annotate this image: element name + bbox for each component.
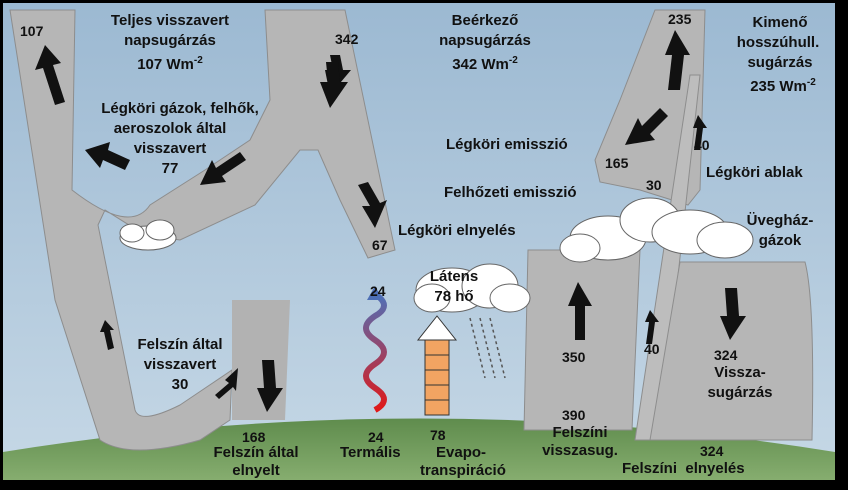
value-24: 24 (368, 429, 384, 445)
arrow-incoming-icon (320, 62, 348, 108)
atm-reflect-l2: aeroszolok által (113, 120, 227, 137)
surface-absorbed-l2: elnyelt (232, 462, 280, 479)
arrow-outgoing-up-icon (665, 30, 690, 90)
thermal-top-value: 24 (370, 283, 386, 299)
evapo-l1: Evapo- (436, 444, 487, 461)
outgoing-title: Kimenő (752, 14, 808, 31)
arrow-atm-absorb-icon (358, 182, 387, 228)
surface-absorption-label: Felszíni elnyelés (622, 460, 745, 477)
arrow-surface-absorbed-icon (257, 360, 283, 412)
cloud-emission-label: Felhőzeti emisszió (444, 184, 577, 201)
arrow-324-down-icon (720, 288, 746, 340)
arrow-surface-reflect-out-icon (215, 368, 238, 399)
ground (3, 418, 835, 480)
arrow-165-icon (625, 108, 668, 145)
atm-reflect-value: 77 (161, 160, 179, 177)
incoming-unit: 342 Wm-2 (452, 55, 518, 73)
incoming-sub: napsugárzás (439, 32, 531, 49)
arrow-350-icon (568, 282, 592, 340)
surf-reflect-l1: Felszín által (137, 336, 223, 353)
atm-absorb-value: 67 (372, 237, 388, 253)
value-324-top: 324 (714, 347, 738, 363)
back-radiation-l1: Vissza- (714, 364, 766, 381)
outgoing-sub2: sugárzás (747, 54, 813, 71)
outgoing-value: 235 (668, 11, 692, 27)
latent-l1: Látens (429, 268, 479, 285)
arrow-reflected-up-icon (35, 45, 65, 105)
value-350: 350 (562, 349, 586, 365)
atm-window-label: Légköri ablak (706, 164, 803, 181)
reflected-total-title: Teljes visszavert (110, 12, 230, 29)
surf-rad-l1: Felszíni (552, 424, 608, 441)
value-78: 78 (430, 427, 446, 443)
surface-absorbed-band (232, 300, 290, 420)
atm-reflect-l1: Légköri gázok, felhők, (101, 100, 259, 117)
cloud-latent (413, 263, 531, 313)
reflected-total-unit: 107 Wm-2 (137, 55, 203, 73)
reflected-total-value: 107 (20, 23, 44, 39)
back-radiation-l2: sugárzás (707, 384, 773, 401)
cloud-center (559, 197, 754, 263)
atm-reflect-l3: visszavert (133, 140, 207, 157)
thermal-arrowhead-icon (367, 286, 383, 300)
evapotranspiration-arrow (416, 315, 458, 416)
surf-reflect-l2: visszavert (143, 356, 217, 373)
latent-l2: 78 hő (434, 288, 474, 305)
value-165: 165 (605, 155, 629, 171)
value-30: 30 (646, 177, 662, 193)
outgoing-unit: 235 Wm-2 (750, 77, 816, 95)
value-40-upper: 40 (694, 137, 710, 153)
back-radiation-band (649, 261, 814, 441)
surface-absorbed-l1: Felszín által (213, 444, 299, 461)
greenhouse-l1: Üvegház- (746, 212, 814, 229)
value-324-bottom: 324 (700, 443, 724, 459)
arrow-surface-reflect-icon (100, 320, 114, 350)
rain-icon (469, 317, 506, 379)
outgoing-sub: hosszúhull. (736, 34, 820, 51)
flow-arrows (35, 30, 746, 412)
reflected-total-sub: napsugárzás (124, 32, 216, 49)
atm-emission-label: Légköri emisszió (446, 136, 568, 153)
greenhouse-l2: gázok (758, 232, 802, 249)
incoming-value: 342 (335, 31, 359, 47)
atm-absorb-label: Légköri elnyelés (398, 222, 516, 239)
incoming-title: Beérkező (451, 12, 519, 29)
thermal-arrow (363, 291, 387, 413)
thermal-label: Termális (340, 444, 401, 461)
surf-reflect-value: 30 (171, 376, 189, 393)
value-390: 390 (562, 407, 586, 423)
arrow-atm-reflect-in-icon (200, 152, 246, 185)
surf-rad-l2: visszasug. (542, 442, 618, 459)
value-168: 168 (242, 429, 266, 445)
cloud-left (119, 219, 177, 251)
evapo-l2: transpiráció (420, 462, 506, 479)
value-40-lower: 40 (644, 341, 660, 357)
arrow-window-upper-icon (693, 115, 707, 150)
arrow-window-lower-icon (645, 310, 659, 344)
arrow-atm-reflect-icon (85, 142, 130, 170)
